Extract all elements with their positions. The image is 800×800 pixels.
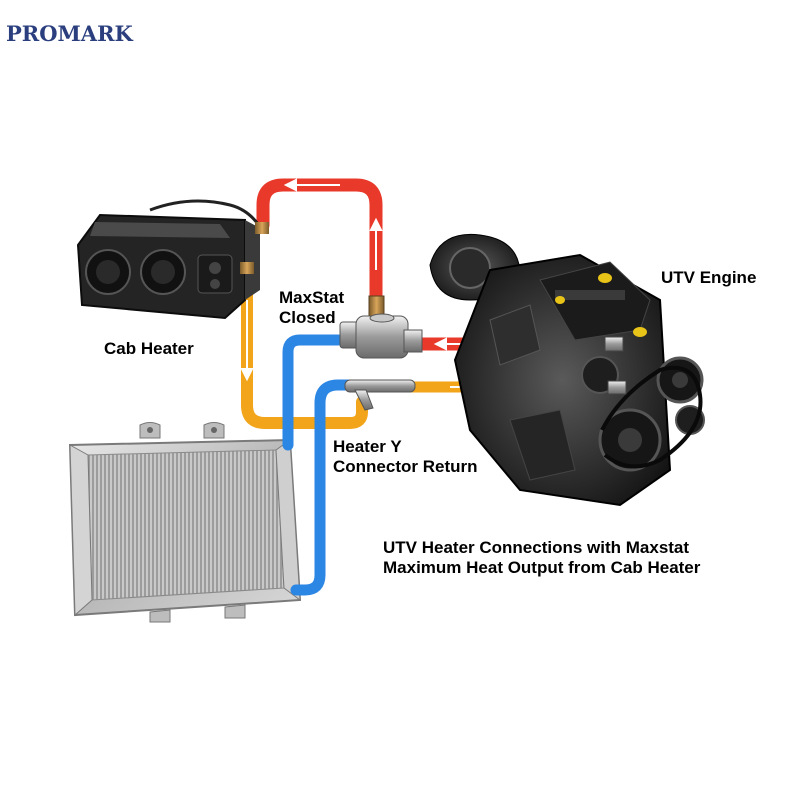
utv-engine-label-text: UTV Engine (661, 268, 757, 287)
maxstat-valve (339, 295, 423, 359)
logo-wordmark: PROMARK (6, 21, 134, 46)
caption-line2: Maximum Heat Output from Cab Heater (383, 558, 701, 577)
cold-hose-maxstat-radiator (282, 334, 344, 451)
cold-hose-y-radiator (290, 379, 356, 596)
promark-logo: PROMARK (6, 18, 156, 48)
return-hose-from-heater (241, 266, 368, 429)
cab-heater (76, 199, 269, 320)
maxstat-label: MaxStat Closed (279, 288, 344, 328)
heater-y-label-line2: Connector Return (333, 457, 478, 476)
maxstat-label-line2: Closed (279, 308, 336, 327)
hot-hose-to-heater (256, 178, 383, 307)
caption-line1: UTV Heater Connections with Maxstat (383, 538, 690, 557)
heater-y-connector (344, 379, 416, 411)
utv-engine-label: UTV Engine (661, 268, 756, 288)
maxstat-label-line1: MaxStat (279, 288, 345, 307)
diagram-caption: UTV Heater Connections with Maxstat Maxi… (383, 538, 700, 578)
heater-y-label: Heater Y Connector Return (333, 437, 478, 477)
heater-y-label-line1: Heater Y (333, 437, 402, 456)
cab-heater-label-text: Cab Heater (104, 339, 194, 358)
utv-engine (429, 233, 705, 507)
radiator (68, 422, 302, 623)
cab-heater-label: Cab Heater (104, 339, 194, 359)
